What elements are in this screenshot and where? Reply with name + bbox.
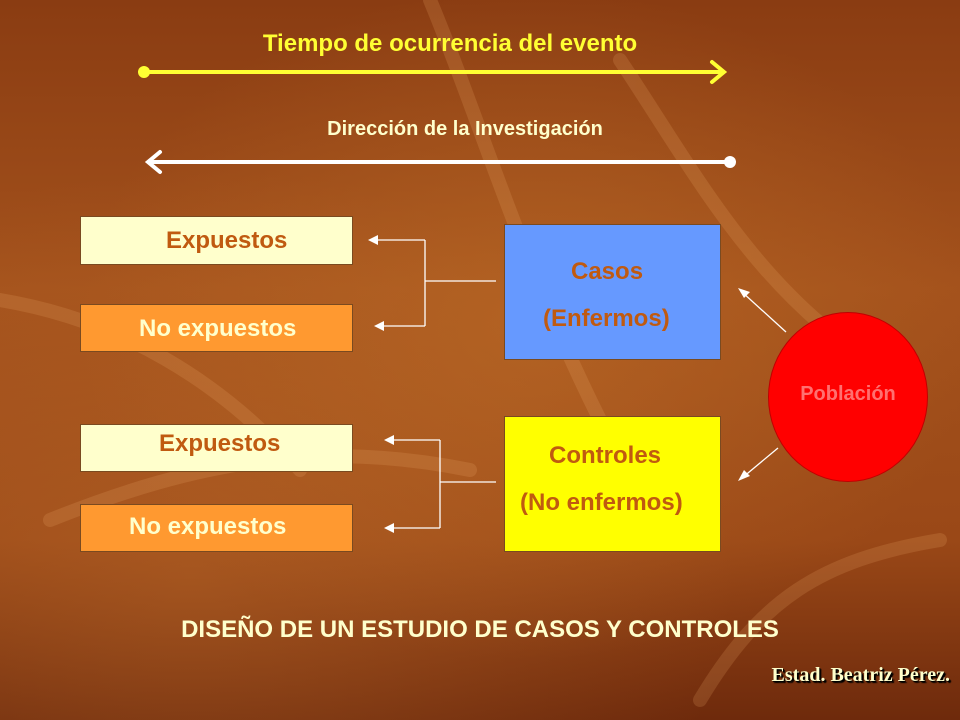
time-arrow (142, 60, 728, 84)
cases-box-subtitle: (Enfermos) (543, 305, 670, 332)
cases-connector (372, 239, 496, 327)
cases-exposed-box: Expuestos (80, 216, 353, 265)
controls-connector-arrowheads (384, 435, 394, 533)
controls-box-subtitle: (No enfermos) (520, 489, 683, 516)
population-circle: Población (768, 312, 928, 482)
time-arrow-start-dot (138, 66, 150, 78)
cases-unexposed-label: No expuestos (139, 315, 297, 342)
author-credit: Estad. Beatriz Pérez. (771, 664, 950, 686)
cases-unexposed-box: No expuestos (80, 304, 353, 352)
population-arrows (741, 291, 787, 479)
direction-arrow (144, 150, 732, 174)
controls-exposed-box: Expuestos (80, 424, 353, 472)
direction-arrow-start-dot (724, 156, 736, 168)
controls-connector (388, 439, 496, 529)
population-arrowheads (738, 288, 750, 481)
time-arrow-label: Tiempo de ocurrencia del evento (262, 30, 638, 57)
controls-unexposed-box: No expuestos (80, 504, 353, 552)
direction-arrow-label: Dirección de la Investigación (327, 118, 603, 140)
cases-connector-arrowheads (368, 235, 384, 331)
controls-exposed-label: Expuestos (159, 430, 281, 457)
design-title: DISEÑO DE UN ESTUDIO DE CASOS Y CONTROLE… (181, 616, 779, 643)
population-label: Población (800, 383, 896, 405)
controls-unexposed-label: No expuestos (129, 513, 287, 540)
controls-box-title: Controles (549, 442, 662, 469)
controls-box: Controles (No enfermos) (504, 416, 721, 552)
cases-box-title: Casos (571, 258, 644, 285)
cases-box: Casos (Enfermos) (504, 224, 721, 360)
cases-exposed-label: Expuestos (166, 227, 288, 254)
